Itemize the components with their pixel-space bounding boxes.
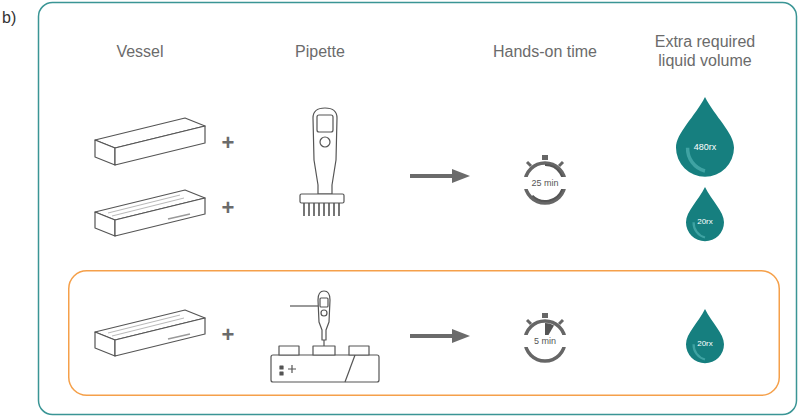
plus-sign: + (213, 195, 243, 221)
reservoir-vessel (95, 190, 205, 236)
time-value: 25 min (520, 177, 570, 189)
stopwatch: 25 min (510, 152, 580, 206)
panel-letter: b) (2, 8, 32, 27)
liquid-drop: 480rx (676, 97, 734, 177)
pipette-on-stand (271, 291, 379, 382)
volume-value: 20rx (686, 217, 724, 227)
drop-icon (686, 187, 724, 241)
drop-icon (686, 309, 724, 363)
panel-outline (68, 270, 780, 396)
time-value: 5 min (520, 335, 570, 347)
column-header: Hands-on time (475, 42, 615, 61)
reservoir-vessel (95, 310, 205, 356)
column-header: Vessel (80, 42, 200, 61)
plus-sign: + (213, 322, 243, 348)
column-header: Extra required liquid volume (639, 32, 771, 70)
volume-value: 480rx (676, 142, 734, 153)
liquid-drop: 20rx (686, 187, 724, 241)
stopwatch: 5 min (510, 310, 580, 364)
highlight-panel: +5 min 20rx (68, 270, 780, 396)
liquid-drop: 20rx (686, 309, 724, 363)
reservoir-vessel (95, 118, 205, 165)
volume-value: 20rx (686, 339, 724, 349)
drop-icon (676, 97, 734, 177)
multichannel-pipette (300, 108, 344, 216)
outer-panel (39, 3, 797, 415)
plus-sign: + (213, 130, 243, 156)
column-header: Pipette (260, 42, 380, 61)
process-arrow (410, 169, 470, 183)
process-arrow (410, 329, 470, 343)
